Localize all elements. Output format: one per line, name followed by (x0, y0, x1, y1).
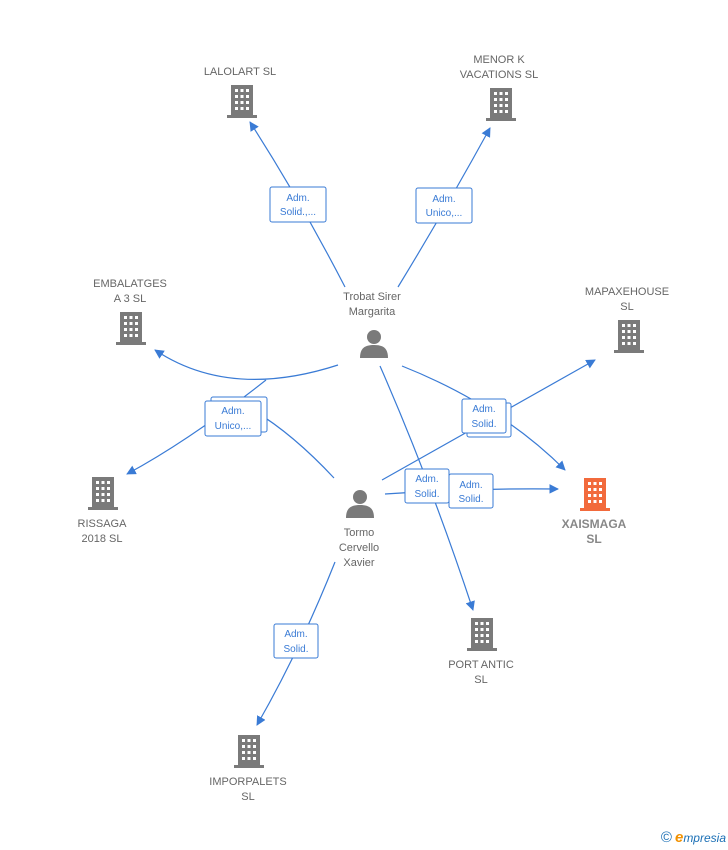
brand-logo: ©empresia (660, 829, 726, 846)
edge-label-e6[interactable]: Adm.Solid. (448, 473, 494, 509)
building-icon (580, 478, 610, 511)
person-icon (346, 490, 374, 518)
edge-label-e1[interactable]: Adm.Solid.,... (269, 186, 327, 223)
svg-text:Adm.Solid.: Adm.Solid. (283, 629, 308, 655)
building-icon (116, 312, 146, 345)
person-icon (360, 330, 388, 358)
svg-text:Adm.Solid.: Adm.Solid. (471, 404, 496, 430)
company-node-lalolart[interactable]: LALOLART SL (204, 66, 276, 118)
building-icon (234, 735, 264, 768)
building-icon (88, 477, 118, 510)
edge-label-e3[interactable]: Adm.Unico,... (204, 396, 268, 437)
svg-text:Adm.Solid.: Adm.Solid. (458, 480, 483, 505)
copyright-icon: © (660, 829, 672, 846)
building-icon (467, 618, 497, 651)
edge-line-trobat-rissaga (126, 379, 267, 475)
building-icon (227, 85, 257, 118)
edge-lines (126, 121, 596, 726)
edge-label-e7[interactable]: Adm.Solid. (273, 623, 319, 659)
building-icon (614, 320, 644, 353)
edge-label-e2[interactable]: Adm.Unico,... (415, 187, 473, 224)
edge-label-e4[interactable]: Adm.Solid. (461, 398, 512, 438)
svg-text:Adm.Unico,...: Adm.Unico,... (215, 406, 252, 432)
edge-label-e5[interactable]: Adm.Solid. (404, 468, 450, 504)
building-icon (486, 88, 516, 121)
svg-text:Adm.Solid.,...: Adm.Solid.,... (280, 193, 316, 218)
svg-text:Adm.Unico,...: Adm.Unico,... (426, 194, 463, 219)
svg-text:Adm.Solid.: Adm.Solid. (414, 474, 439, 500)
svg-text:LALOLART SL: LALOLART SL (204, 66, 276, 78)
edge-line-trobat-embalatges (154, 349, 339, 380)
